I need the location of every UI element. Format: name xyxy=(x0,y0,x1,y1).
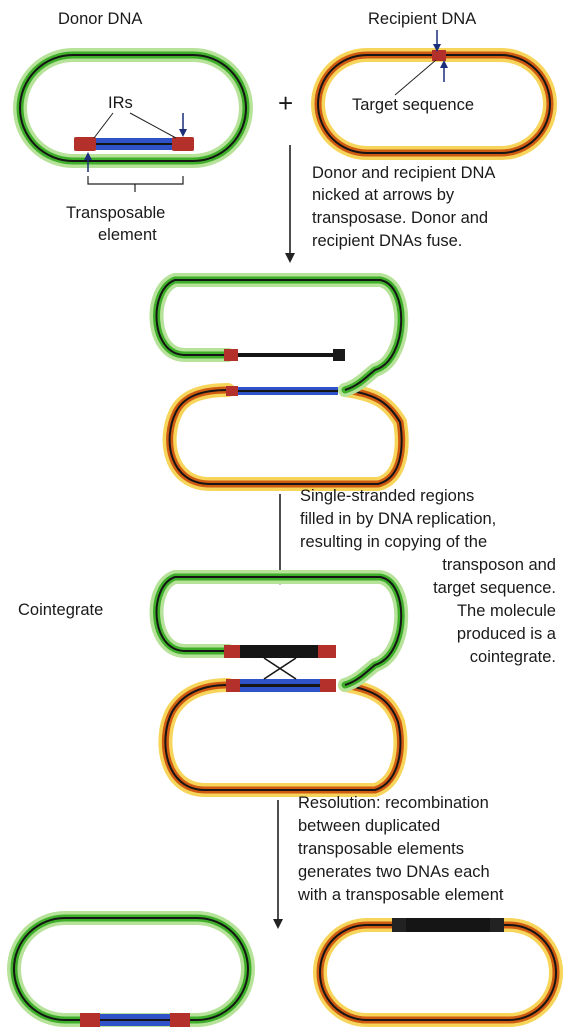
step3-caption: Resolution: recombination between duplic… xyxy=(297,794,504,904)
step1-caption: Donor and recipient DNA nicked at arrows… xyxy=(312,164,495,250)
fused-single-stranded-transposon xyxy=(224,349,345,396)
svg-text:nicked at arrows by: nicked at arrows by xyxy=(312,186,455,204)
fused-donor-strand xyxy=(157,280,402,390)
transposable-element-bracket xyxy=(88,176,183,192)
target-sequence-label: Target sequence xyxy=(352,96,474,114)
cointegrate-recipient-strand xyxy=(165,685,400,790)
donor-dna-label: Donor DNA xyxy=(58,10,142,28)
transposable-element-label-line1: Transposable xyxy=(66,204,165,222)
donor-transposable-element xyxy=(74,137,194,151)
irs-pointer-right xyxy=(130,113,176,138)
irs-pointer-left xyxy=(94,113,113,138)
cointegrate-label: Cointegrate xyxy=(18,601,103,619)
svg-text:transposase. Donor and: transposase. Donor and xyxy=(312,209,488,227)
target-sequence-pointer xyxy=(395,60,436,95)
resolved-donor-plasmid xyxy=(14,918,248,1020)
svg-text:transposon and: transposon and xyxy=(442,556,556,574)
fused-recipient-strand xyxy=(170,390,402,484)
svg-text:recipient DNAs fuse.: recipient DNAs fuse. xyxy=(312,232,462,250)
resolved-recipient-transposon xyxy=(392,918,504,932)
irs-label: IRs xyxy=(108,94,133,112)
svg-text:with a transposable element: with a transposable element xyxy=(297,886,504,904)
recombination-crossover xyxy=(264,658,296,679)
svg-text:Donor and recipient DNA: Donor and recipient DNA xyxy=(312,164,495,182)
svg-text:resulting in copying of the: resulting in copying of the xyxy=(300,533,487,551)
plus-sign: + xyxy=(278,88,293,118)
svg-text:cointegrate.: cointegrate. xyxy=(470,648,556,666)
svg-text:generates two DNAs each: generates two DNAs each xyxy=(298,863,490,881)
svg-text:Single-stranded regions: Single-stranded regions xyxy=(300,487,474,505)
svg-text:target sequence.: target sequence. xyxy=(433,579,556,597)
svg-text:produced is a: produced is a xyxy=(457,625,557,643)
inverted-repeat-left xyxy=(74,137,96,151)
svg-text:filled in by DNA replication,: filled in by DNA replication, xyxy=(300,510,496,528)
svg-text:between duplicated: between duplicated xyxy=(298,817,440,835)
resolved-recipient-plasmid xyxy=(320,925,556,1020)
resolved-donor-transposon xyxy=(80,1013,190,1027)
svg-text:Resolution: recombination: Resolution: recombination xyxy=(298,794,489,812)
transposable-element-label-line2: element xyxy=(98,226,157,244)
cointegrate-transposon-lower xyxy=(226,679,336,692)
recipient-dna-label: Recipient DNA xyxy=(368,10,476,28)
cointegrate-transposon-upper xyxy=(224,645,336,658)
inverted-repeat-right xyxy=(172,137,194,151)
svg-text:The molecule: The molecule xyxy=(457,602,556,620)
svg-text:transposable elements: transposable elements xyxy=(298,840,464,858)
target-sequence-mark xyxy=(432,50,446,61)
